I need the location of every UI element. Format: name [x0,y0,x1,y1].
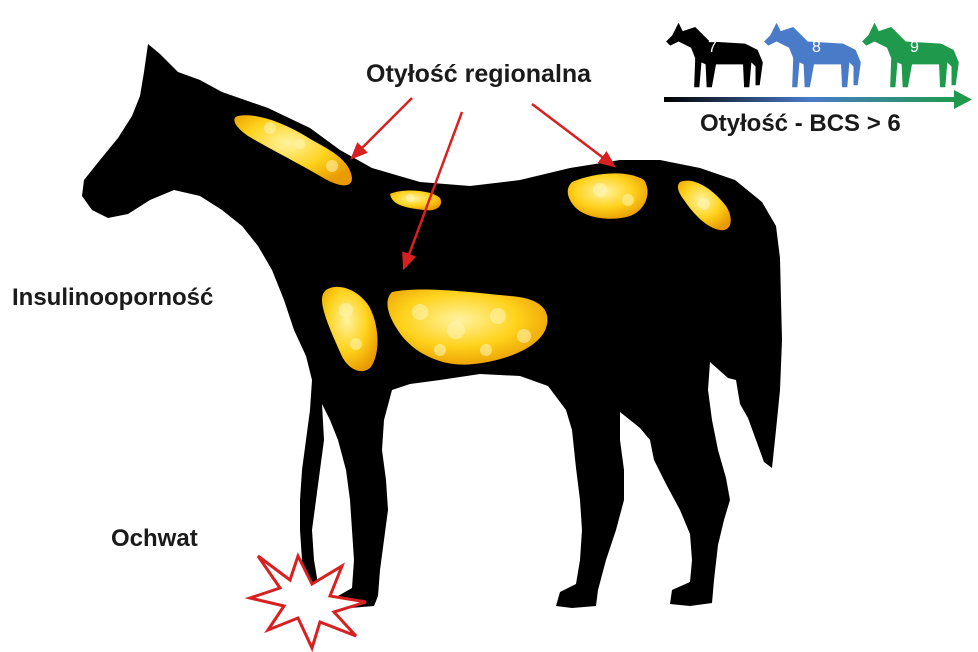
laminitis-label: Ochwat [111,525,198,553]
regional-obesity-label: Otyłość regionalna [366,60,591,89]
bcs-score-9: 9 [910,39,919,56]
arrow-to-neck [352,98,412,158]
bcs-title: Otyłość - BCS > 6 [700,110,901,138]
bcs-score-8: 8 [812,39,821,56]
bcs-gradient-bar [664,97,956,102]
arrow-to-back [532,104,614,166]
insulin-resistance-label: Insulinooporność [12,284,213,312]
bcs-arrow-head [954,90,972,109]
bcs-scale: 7 8 9 [664,23,972,109]
bcs-score-7: 7 [708,39,717,56]
